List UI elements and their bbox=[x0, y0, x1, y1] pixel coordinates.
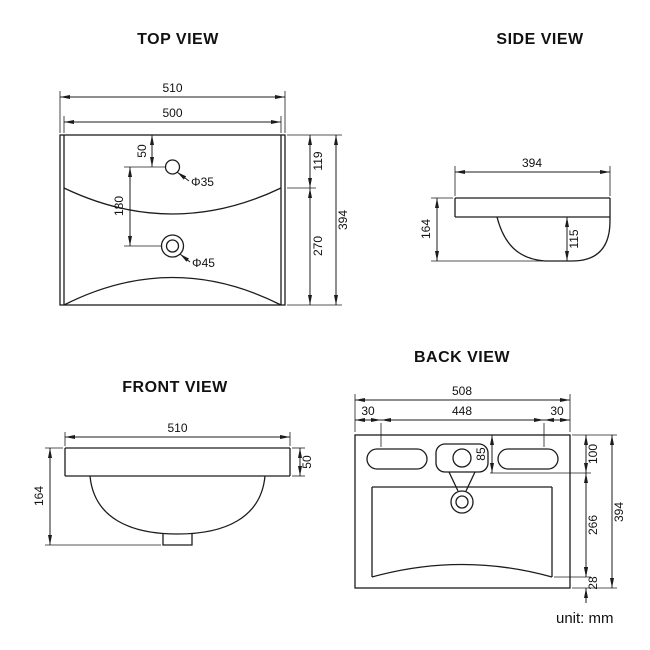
drain-hole-outer bbox=[160, 234, 185, 258]
back-dim-inner-width: 448 bbox=[452, 404, 472, 418]
faucet-hole bbox=[164, 159, 181, 175]
top-dim-inner-width: 500 bbox=[162, 106, 182, 120]
side-dim-bowl-depth: 115 bbox=[567, 229, 581, 248]
back-dim-lower-height: 28 bbox=[586, 576, 600, 590]
side-view-dimension-lines bbox=[435, 170, 610, 261]
front-view-title: FRONT VIEW bbox=[122, 379, 228, 396]
top-view: TOP VIEW bbox=[59, 31, 350, 306]
drain-hole-diameter-label: Φ45 bbox=[192, 256, 215, 270]
back-dim-left-margin: 30 bbox=[361, 404, 375, 418]
top-dim-right-upper: 119 bbox=[311, 151, 325, 170]
front-dim-rim-height: 50 bbox=[300, 455, 314, 469]
drain-hole-inner bbox=[165, 239, 180, 253]
side-view-outline bbox=[454, 197, 611, 262]
back-dim-outer-width: 508 bbox=[452, 384, 472, 398]
faucet-hole-back bbox=[452, 448, 472, 468]
unit-label: unit: mm bbox=[556, 610, 614, 627]
basin-outer-rect bbox=[59, 134, 286, 306]
side-view: SIDE VIEW 394 164 115 bbox=[419, 31, 611, 262]
front-view-extension-lines bbox=[45, 432, 305, 546]
faucet-hole-diameter-label: Φ35 bbox=[191, 175, 214, 189]
back-dim-total-height: 394 bbox=[612, 502, 626, 522]
front-dim-height: 164 bbox=[32, 486, 46, 506]
overflow-hole-outer bbox=[450, 490, 474, 514]
front-dim-width: 510 bbox=[167, 421, 187, 435]
faucet-hole-leader bbox=[176, 171, 190, 182]
back-outer-rect bbox=[354, 434, 571, 589]
top-view-outline bbox=[59, 134, 286, 306]
side-dim-height: 164 bbox=[419, 219, 433, 239]
top-dim-outer-width: 510 bbox=[162, 81, 182, 95]
back-view: BACK VIEW bbox=[354, 349, 626, 603]
drain-hole-leader bbox=[179, 253, 191, 263]
bowl-front-curve bbox=[89, 475, 266, 535]
top-view-title: TOP VIEW bbox=[137, 31, 219, 48]
top-view-dimension-lines bbox=[60, 95, 338, 305]
back-dim-upper-height: 100 bbox=[586, 444, 600, 464]
back-view-dimension-lines bbox=[355, 398, 614, 603]
back-dim-faucet-height: 85 bbox=[474, 447, 488, 461]
top-dim-faucet-to-drain: 180 bbox=[112, 196, 126, 216]
bowl-profile-right bbox=[571, 217, 611, 262]
drain-stub bbox=[162, 534, 193, 546]
back-view-outline bbox=[354, 434, 571, 589]
bowl-profile-left bbox=[496, 216, 572, 262]
basin-bottom-curve bbox=[371, 563, 553, 578]
overflow-hole-inner bbox=[455, 495, 469, 509]
side-dim-depth: 394 bbox=[522, 156, 542, 170]
back-view-title: BACK VIEW bbox=[414, 349, 510, 366]
basin-front-curve bbox=[63, 187, 282, 215]
side-view-extension-lines bbox=[431, 166, 611, 262]
front-view-dimension-lines bbox=[48, 435, 302, 545]
front-view-outline bbox=[64, 447, 291, 546]
back-dim-right-margin: 30 bbox=[550, 404, 564, 418]
faucet-platform bbox=[435, 443, 489, 473]
top-dim-faucet-offset: 50 bbox=[135, 144, 149, 158]
side-view-title: SIDE VIEW bbox=[496, 31, 584, 48]
top-dim-total-depth: 394 bbox=[336, 210, 350, 230]
basin-back-curve bbox=[63, 276, 282, 306]
top-view-extension-lines bbox=[59, 91, 342, 306]
right-mounting-slot bbox=[497, 448, 559, 470]
back-view-extension-lines bbox=[354, 394, 617, 589]
back-dim-middle-height: 266 bbox=[586, 515, 600, 535]
front-view: FRONT VIEW 510 50 164 bbox=[32, 379, 314, 546]
top-dim-right-lower: 270 bbox=[311, 236, 325, 256]
left-mounting-slot bbox=[366, 448, 428, 470]
